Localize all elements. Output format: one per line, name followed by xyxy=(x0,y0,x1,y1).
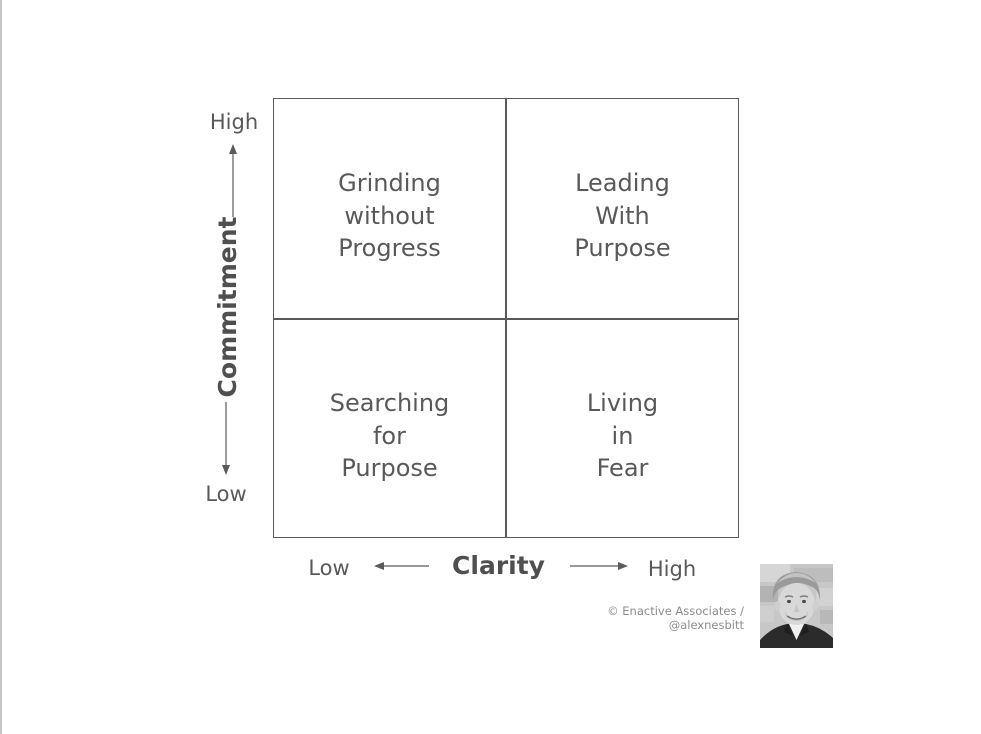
x-axis-title: Clarity xyxy=(452,551,545,580)
quadrant-top-right: Leading With Purpose xyxy=(506,98,739,318)
quadrant-top-left: Grinding without Progress xyxy=(273,98,506,318)
grid-horizontal-divider xyxy=(274,318,738,320)
y-axis-high-label: High xyxy=(209,110,259,134)
quadrant-bottom-left: Searching for Purpose xyxy=(273,318,506,538)
quadrant-top-right-label: Leading With Purpose xyxy=(574,169,671,263)
quadrant-bottom-right: Living in Fear xyxy=(506,318,739,538)
matrix-grid xyxy=(273,98,739,538)
y-axis-low-label: Low xyxy=(205,482,247,506)
left-edge-line xyxy=(0,0,2,734)
quadrant-bottom-right-label: Living in Fear xyxy=(586,389,659,483)
quadrant-bottom-left-label: Searching for Purpose xyxy=(329,389,450,483)
x-axis-high-label: High xyxy=(647,557,697,581)
copyright-credit: © Enactive Associates / @alexnesbitt xyxy=(607,604,744,632)
y-axis-up-arrow-icon xyxy=(227,144,239,218)
x-axis-right-arrow-icon xyxy=(570,560,628,572)
alex-nesbitt-portrait-photo xyxy=(760,564,833,648)
x-axis-left-arrow-icon xyxy=(374,560,430,572)
quadrant-top-left-label: Grinding without Progress xyxy=(338,169,441,263)
x-axis-low-label: Low xyxy=(308,556,350,580)
y-axis-down-arrow-icon xyxy=(220,401,232,475)
